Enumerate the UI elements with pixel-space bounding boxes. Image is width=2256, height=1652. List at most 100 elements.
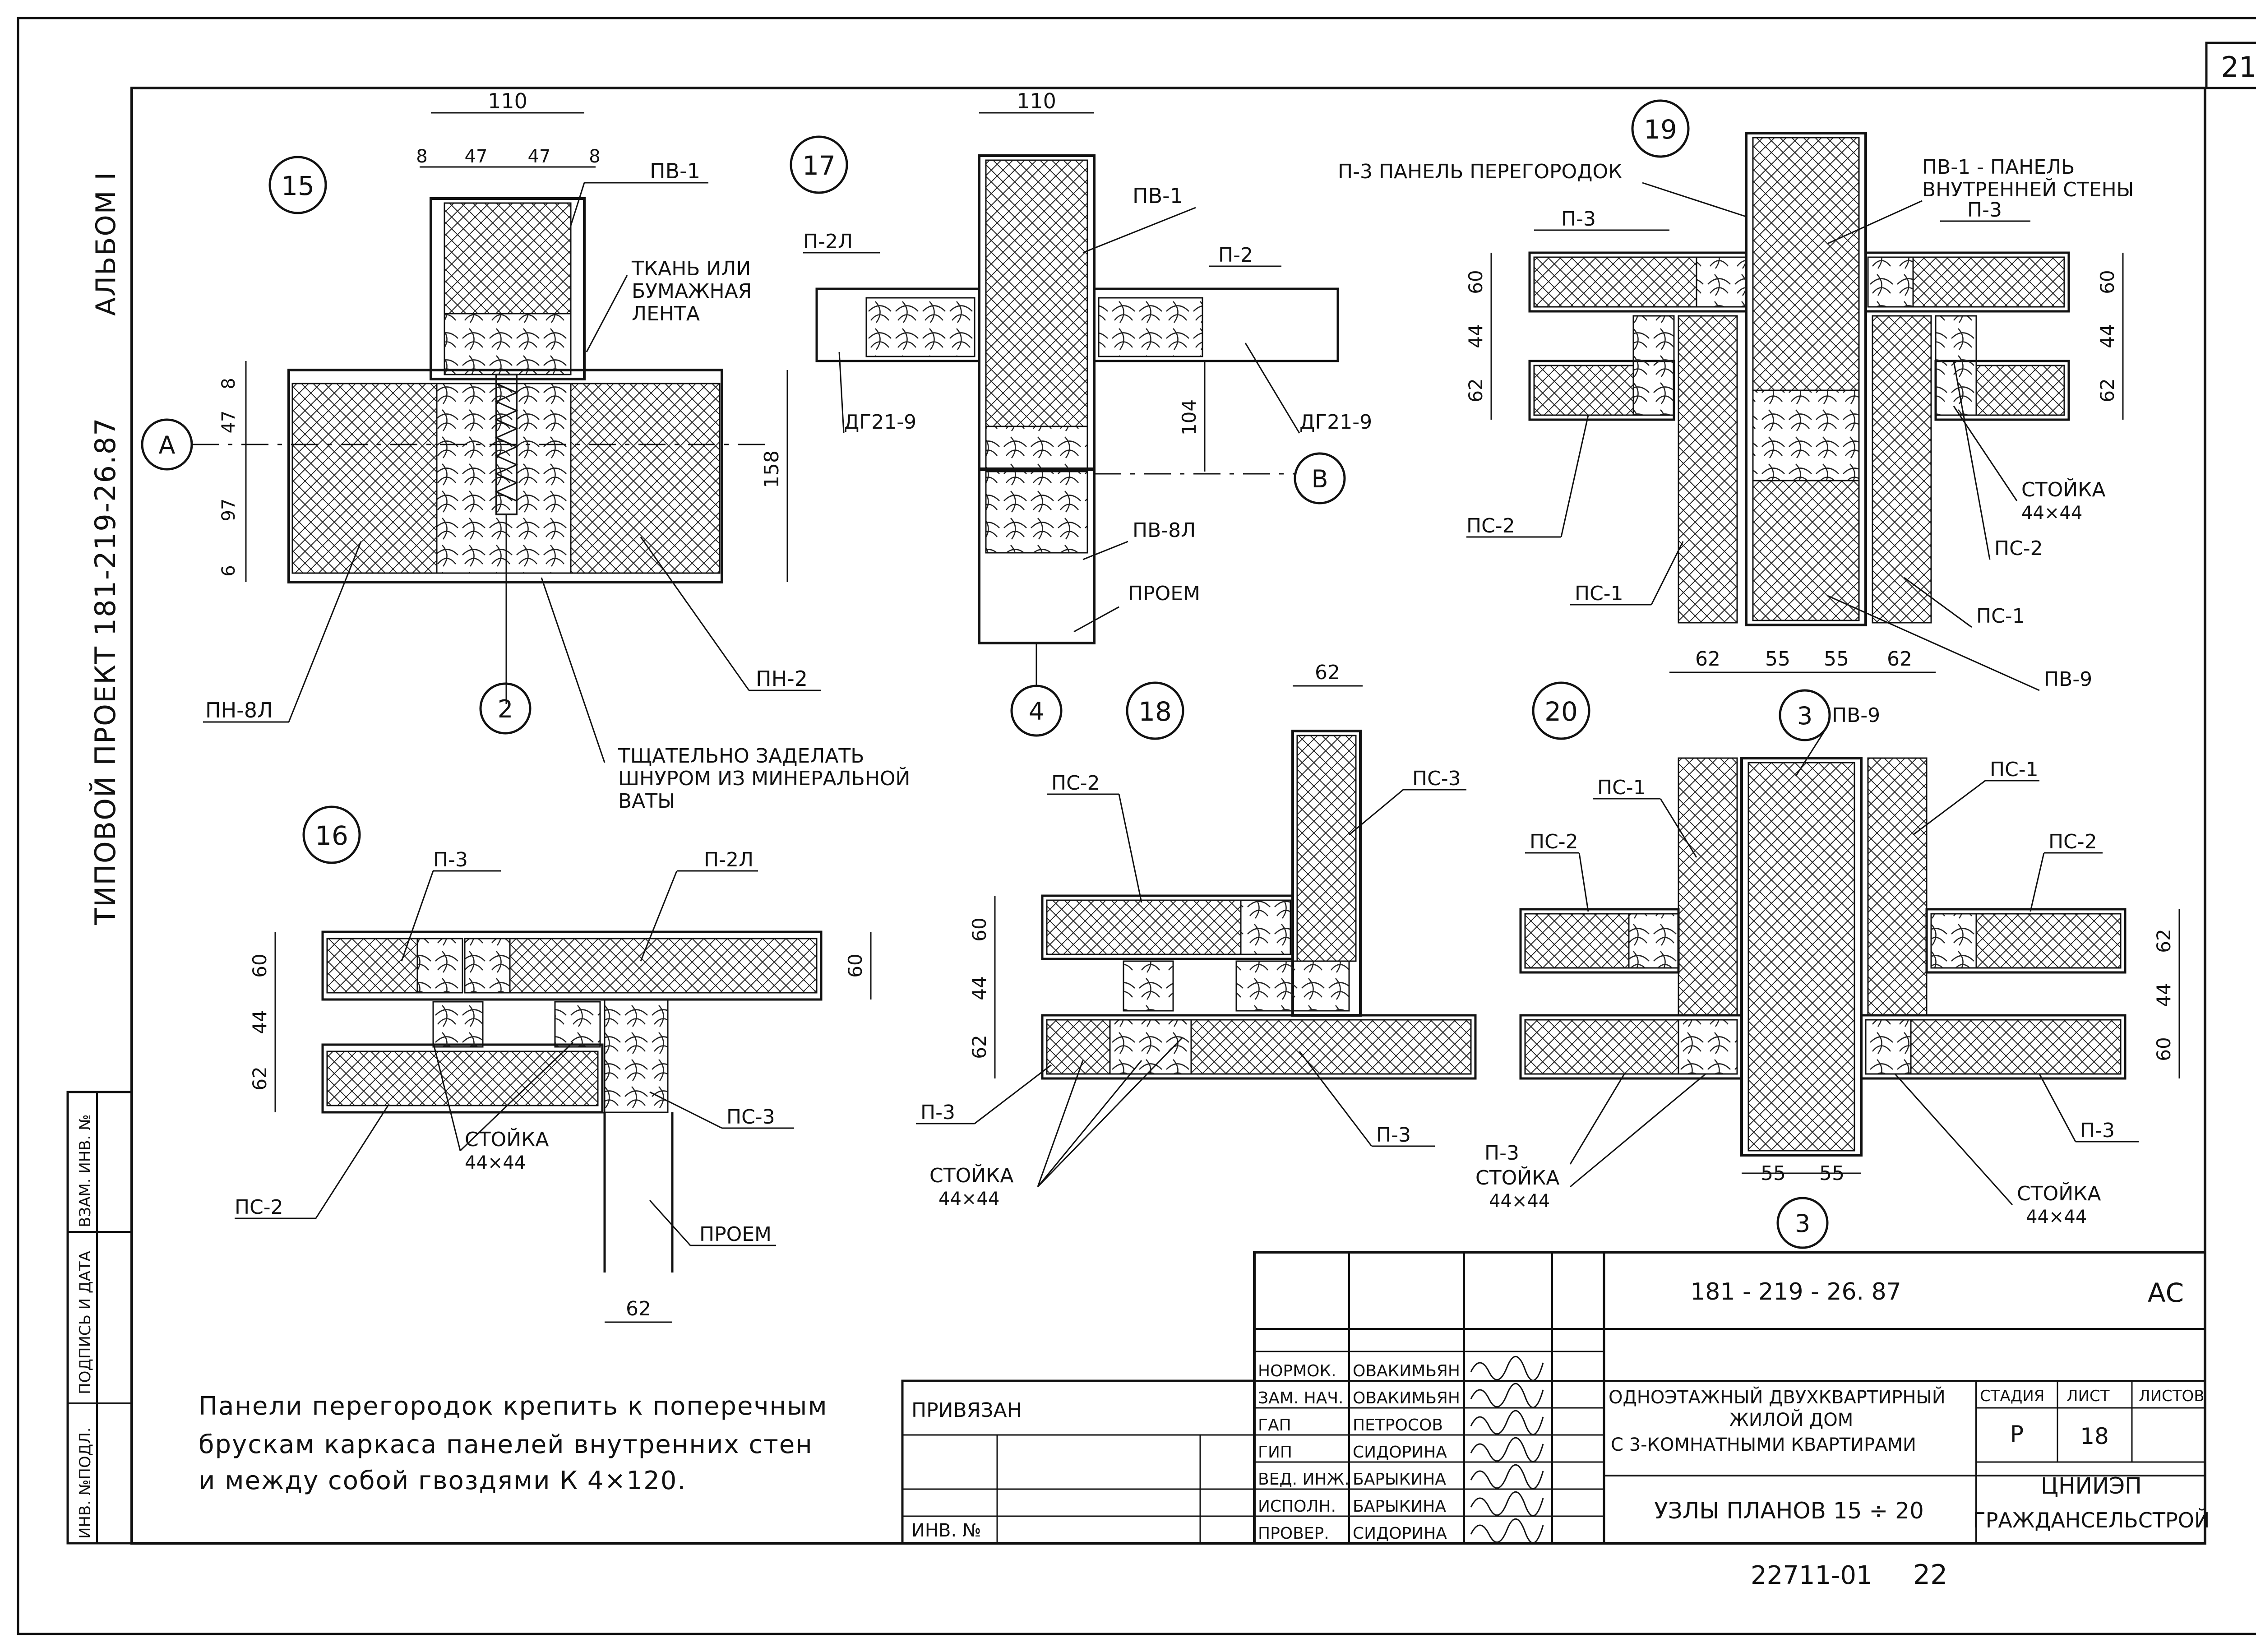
n19-dim-r3: 62	[2096, 378, 2118, 402]
n19-pv1-top-2: ВНУТРЕННЕЙ СТЕНЫ	[1922, 177, 2134, 201]
n20-pv9: ПВ-9	[1832, 704, 1880, 727]
n19-ps2a: ПС-2	[1466, 514, 1515, 537]
n20-ps1a: ПС-1	[1597, 776, 1646, 799]
n18-p3b: П-3	[1376, 1124, 1411, 1147]
n18-dim-62: 62	[1315, 661, 1340, 684]
n18-ps2: ПС-2	[1051, 772, 1100, 795]
n15-dim-158: 158	[760, 450, 783, 488]
n16-size: 44×44	[465, 1152, 526, 1173]
tb-name-3: ПЕТРОСОВ	[1353, 1416, 1443, 1435]
node-19-marker: 19	[1644, 114, 1677, 145]
tb-privyazan: ПРИВЯЗАН	[911, 1399, 1022, 1422]
n17-p2: П-2	[1218, 244, 1253, 267]
tb-name-2: ОВАКИМЬЯН	[1353, 1389, 1460, 1407]
n19-dim-b2: 55	[1765, 648, 1790, 671]
tb-role-6: ИСПОЛН.	[1258, 1497, 1336, 1516]
n20-p3a: П-3	[1484, 1142, 1519, 1165]
tb-role-3: ГАП	[1258, 1416, 1291, 1435]
n16-ps3: ПС-3	[726, 1106, 775, 1129]
n15-dim-47a: 47	[465, 146, 488, 167]
n18-dim-44: 44	[968, 976, 990, 1000]
title-block	[901, 1251, 2206, 1545]
node-17-marker: 17	[802, 150, 836, 181]
n16-stoyka: СТОЙКА	[465, 1127, 549, 1151]
axis-b: В	[1311, 465, 1328, 493]
tb-sheet: 18	[2080, 1423, 2109, 1449]
note-line-1: Панели перегородок крепить к поперечным	[199, 1392, 828, 1421]
n19-dim-r1: 60	[2096, 270, 2118, 294]
tb-org-1: ЦНИИЭП	[2041, 1473, 2142, 1499]
node-18: 18 62 60 44 62 ПС-2 ПС-3 П-3 П-3 СТОЙКА …	[916, 661, 1477, 1209]
tb-role-1: НОРМОК.	[1258, 1362, 1336, 1380]
tb-sheets-h: ЛИСТОВ	[2139, 1387, 2205, 1405]
n20-stoyka-l: СТОЙКА	[1475, 1166, 1559, 1189]
n18-ps3: ПС-3	[1412, 767, 1461, 790]
n15-dim-v97: 97	[218, 499, 239, 522]
n15-dim-v8: 8	[218, 378, 239, 389]
n19-dim-r2: 44	[2096, 324, 2118, 348]
n18-dim-60: 60	[968, 917, 990, 941]
n19-p3a: П-3	[1561, 208, 1596, 231]
tb-name-1: ОВАКИМЬЯН	[1353, 1362, 1460, 1380]
n19-pv9: ПВ-9	[2044, 668, 2092, 691]
n19-dim-l3: 62	[1465, 378, 1487, 402]
n15-dim-v47: 47	[218, 411, 239, 434]
node-15: 15 110 8 47 47 8 8 47 97 6 158 А	[141, 89, 910, 813]
n19-pv1-top-1: ПВ-1 - ПАНЕЛЬ	[1922, 156, 2075, 179]
footer-archive: 22711-01	[1751, 1561, 1872, 1590]
n16-proem: ПРОЕМ	[699, 1223, 772, 1246]
n15-note-2: ШНУРОМ ИЗ МИНЕРАЛЬНОЙ	[618, 766, 910, 790]
n15-pn8l: ПН-8Л	[205, 698, 273, 722]
n15-pv1: ПВ-1	[650, 159, 700, 183]
tb-name-5: БАРЫКИНА	[1353, 1470, 1446, 1489]
n17-dim-110: 110	[1017, 89, 1056, 113]
n19-dim-b1: 62	[1695, 648, 1720, 671]
n20-ps2a: ПС-2	[1530, 830, 1578, 853]
side-stamp: ИНВ. №ПОДЛ. ПОДПИСЬ И ДАТА ВЗАМ. ИНВ. №	[66, 1091, 133, 1545]
node-15-marker: 15	[281, 171, 314, 201]
n19-ps1b: ПС-1	[1976, 605, 2025, 628]
n20-ps1b: ПС-1	[1990, 758, 2039, 781]
n17-dg-right: ДГ21-9	[1299, 411, 1372, 434]
tb-mark: АС	[2148, 1277, 2184, 1308]
tb-role-7: ПРОВЕР.	[1258, 1524, 1329, 1543]
n15-note-1: ТЩАТЕЛЬНО ЗАДЕЛАТЬ	[618, 745, 864, 768]
n17-proem: ПРОЕМ	[1128, 582, 1200, 605]
node-20-marker: 20	[1544, 696, 1578, 727]
n15-tape-1: ТКАНЬ ИЛИ	[631, 257, 751, 280]
tb-object-1: ОДНОЭТАЖНЫЙ ДВУХКВАРТИРНЫЙ	[1609, 1386, 1946, 1408]
node-20: 20 ПВ-9 ПС-1 ПС-1 ПС-2 ПС-2 П-3 СТОЙКА 4…	[1475, 681, 2180, 1249]
note-line-3: и между собой гвоздями К 4×120.	[199, 1466, 686, 1495]
n15-dim-v6: 6	[218, 565, 239, 576]
n16-dim-60r: 60	[844, 953, 866, 977]
n17-dim-104: 104	[1178, 399, 1200, 435]
n20-dim-b2: 55	[1819, 1162, 1845, 1185]
n15-tape-3: ЛЕНТА	[632, 302, 700, 325]
n19-dim-b4: 62	[1887, 648, 1912, 671]
n16-dim-44: 44	[249, 1010, 271, 1034]
n20-stoyka-r: СТОЙКА	[2017, 1181, 2101, 1205]
n19-size: 44×44	[2021, 503, 2082, 523]
n15-dim-110: 110	[488, 89, 527, 113]
n16-p2l: П-2Л	[704, 848, 754, 871]
note-line-2: брускам каркаса панелей внутренних стен	[199, 1430, 813, 1459]
tb-role-4: ГИП	[1258, 1443, 1292, 1462]
tb-sheet-title: УЗЛЫ ПЛАНОВ 15 ÷ 20	[1654, 1498, 1924, 1524]
n18-dim-62v: 62	[968, 1035, 990, 1059]
n19-dim-b3: 55	[1824, 648, 1849, 671]
n19-ps2b: ПС-2	[1994, 537, 2043, 560]
tb-role-2: ЗАМ. НАЧ.	[1258, 1389, 1343, 1407]
n20-dim-b1: 55	[1761, 1162, 1786, 1185]
tb-name-7: СИДОРИНА	[1353, 1524, 1447, 1543]
axis-3-bottom: 3	[1795, 1209, 1810, 1238]
n16-dim-62b: 62	[626, 1297, 651, 1320]
n20-size-l: 44×44	[1489, 1191, 1550, 1212]
n20-p3b: П-3	[2080, 1119, 2115, 1142]
node-19: 19 П-3 ПАНЕЛЬ ПЕРЕГОРОДОК ПВ-1 - ПАНЕЛЬ …	[1338, 99, 2134, 741]
tb-object-2: ЖИЛОЙ ДОМ	[1729, 1409, 1853, 1430]
n18-p3a: П-3	[920, 1101, 955, 1124]
n16-dim-62: 62	[249, 1066, 271, 1090]
tb-name-4: СИДОРИНА	[1353, 1443, 1447, 1462]
axis-4: 4	[1029, 697, 1044, 726]
